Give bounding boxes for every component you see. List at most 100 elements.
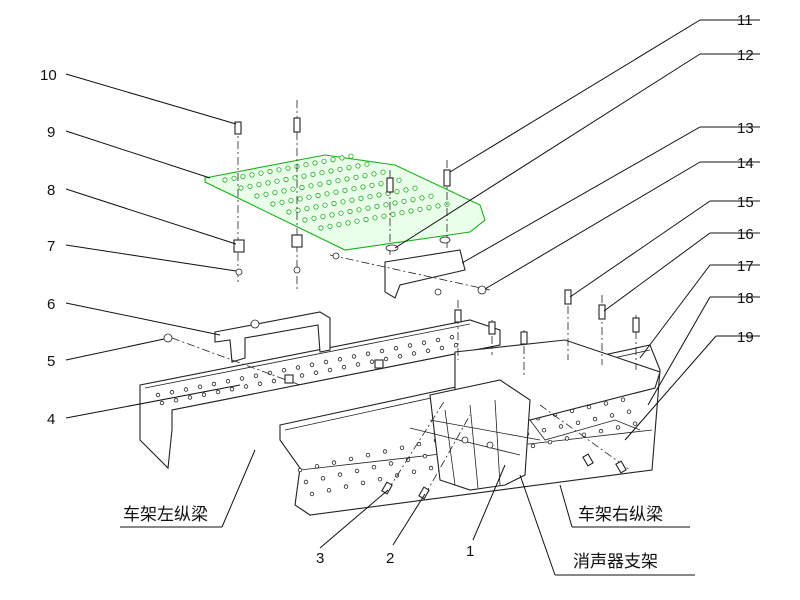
hole bbox=[317, 181, 323, 187]
hole bbox=[360, 184, 366, 190]
hole bbox=[354, 218, 360, 224]
callout-8: 8 bbox=[47, 182, 55, 199]
callout-1: 1 bbox=[466, 543, 474, 560]
hole bbox=[382, 449, 388, 454]
left-frame-rail bbox=[139, 319, 501, 470]
hole bbox=[345, 220, 351, 226]
leader-lines bbox=[65, 19, 760, 576]
hole bbox=[286, 209, 292, 215]
hole bbox=[355, 163, 361, 169]
hole bbox=[327, 367, 333, 373]
hole bbox=[271, 378, 277, 384]
hole bbox=[360, 480, 366, 486]
hole bbox=[346, 165, 352, 171]
hole bbox=[541, 428, 547, 433]
hole bbox=[304, 206, 310, 212]
hole bbox=[365, 205, 371, 211]
hole bbox=[348, 456, 354, 462]
hole bbox=[239, 376, 245, 381]
hole bbox=[453, 343, 459, 348]
hole bbox=[399, 445, 405, 450]
callout-13: 13 bbox=[737, 120, 754, 137]
hole bbox=[231, 175, 237, 181]
hole bbox=[347, 208, 353, 215]
hole bbox=[378, 181, 384, 187]
hole bbox=[381, 213, 387, 219]
hole bbox=[308, 183, 314, 189]
hole bbox=[201, 392, 207, 397]
hole bbox=[324, 191, 330, 197]
hole bbox=[371, 171, 377, 177]
hole bbox=[326, 179, 332, 185]
hole bbox=[372, 215, 378, 221]
step-grating-plate bbox=[204, 153, 486, 251]
hole bbox=[354, 468, 360, 474]
hole bbox=[333, 189, 339, 195]
mounting-bracket-plate bbox=[384, 249, 466, 299]
hole bbox=[615, 425, 621, 430]
hole bbox=[299, 184, 305, 191]
hole bbox=[598, 428, 604, 434]
hole bbox=[240, 174, 246, 180]
callout-4: 4 bbox=[47, 411, 55, 428]
callout-19: 19 bbox=[737, 329, 754, 346]
hole bbox=[331, 200, 337, 207]
hole bbox=[222, 177, 228, 183]
callout-6: 6 bbox=[47, 296, 55, 313]
hole bbox=[243, 384, 249, 389]
hole bbox=[270, 201, 276, 207]
hole bbox=[283, 176, 289, 183]
hole bbox=[364, 161, 370, 167]
hole bbox=[408, 208, 414, 214]
hole bbox=[274, 178, 280, 184]
muffler-bracket-label: 消声器支架 bbox=[573, 552, 658, 572]
hole bbox=[330, 157, 336, 163]
hole bbox=[355, 362, 361, 367]
hole bbox=[329, 212, 335, 218]
hole bbox=[449, 335, 455, 340]
hole bbox=[299, 373, 305, 378]
hole bbox=[290, 186, 296, 192]
callout-10: 10 bbox=[40, 67, 57, 84]
hole bbox=[303, 479, 309, 485]
hole bbox=[253, 373, 259, 378]
hole bbox=[342, 187, 348, 193]
callout-5: 5 bbox=[47, 353, 55, 370]
hole bbox=[428, 193, 434, 199]
left-rail-label: 车架左纵梁 bbox=[123, 505, 208, 525]
hole bbox=[320, 476, 326, 481]
hole bbox=[169, 390, 175, 395]
hole bbox=[351, 354, 357, 359]
hole bbox=[320, 214, 326, 220]
hole bbox=[383, 202, 389, 208]
hole bbox=[425, 348, 431, 353]
hole bbox=[247, 183, 253, 189]
hole bbox=[390, 211, 396, 217]
hole bbox=[362, 173, 368, 179]
hole bbox=[530, 443, 536, 449]
hole bbox=[256, 182, 262, 188]
hole bbox=[258, 170, 264, 176]
hole bbox=[417, 206, 423, 212]
hole bbox=[254, 193, 260, 199]
hole bbox=[337, 472, 343, 477]
hole bbox=[281, 368, 287, 373]
hole bbox=[558, 424, 564, 429]
hole bbox=[401, 198, 407, 204]
hole bbox=[632, 421, 638, 426]
hole bbox=[257, 381, 263, 386]
hole bbox=[326, 488, 332, 493]
part-labels: 车架左纵梁 车架右纵梁 消声器支架 bbox=[123, 505, 663, 572]
hole bbox=[439, 345, 445, 351]
hole bbox=[351, 186, 357, 192]
hole bbox=[403, 187, 409, 193]
hole bbox=[365, 351, 371, 356]
hole bbox=[288, 198, 294, 204]
callout-2: 2 bbox=[386, 550, 394, 567]
hole bbox=[626, 409, 632, 414]
hole bbox=[356, 207, 362, 213]
callout-16: 16 bbox=[737, 226, 754, 243]
hole bbox=[229, 387, 235, 392]
callout-9: 9 bbox=[47, 124, 55, 141]
